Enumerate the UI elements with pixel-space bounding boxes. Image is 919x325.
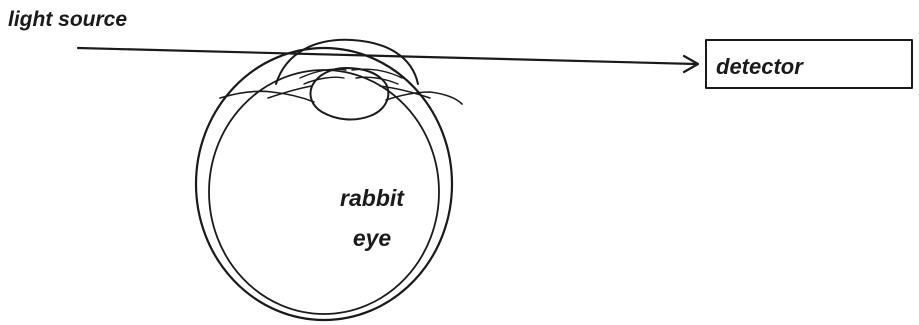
detector-label: detector [716, 54, 804, 79]
detector-box: detector [706, 40, 912, 88]
ciliary-left [220, 91, 314, 102]
eye-outer-outline [196, 48, 452, 320]
light-beam [78, 48, 696, 64]
eye-globe [196, 48, 452, 320]
eye-label-line1: rabbit [340, 185, 405, 211]
light-source-label: light source [8, 8, 127, 31]
eye-inner-outline [209, 70, 439, 314]
cornea [276, 40, 418, 84]
lens [310, 68, 388, 119]
eye-label-line2: eye [353, 225, 392, 251]
